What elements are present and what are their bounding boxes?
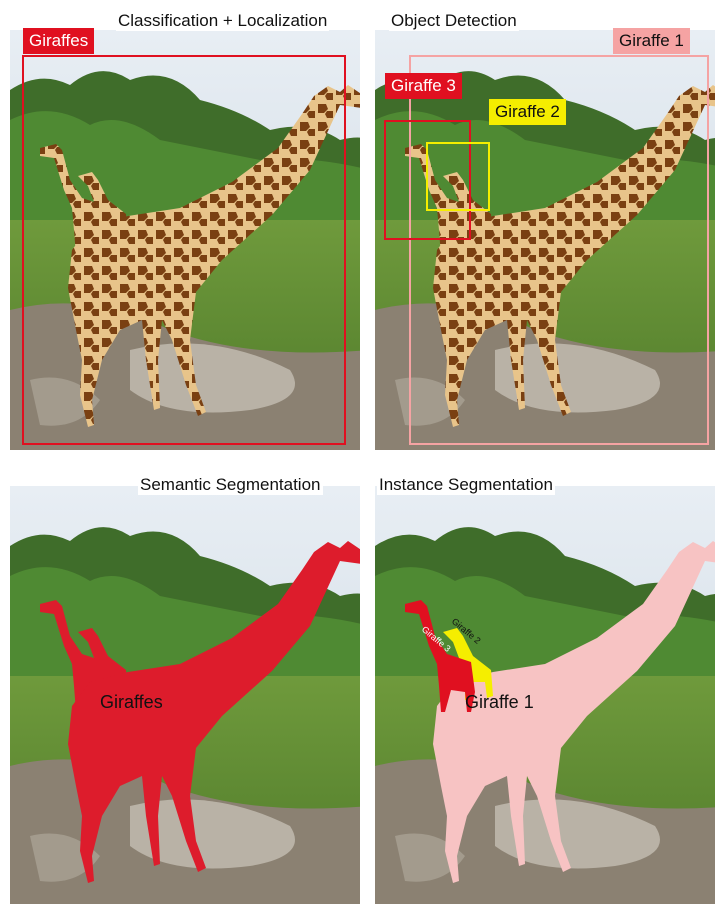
- panel-title: Object Detection: [389, 11, 519, 31]
- panel-semantic-segmentation: Semantic Segmentation Giraffes: [10, 464, 360, 904]
- panel-title: Semantic Segmentation: [138, 475, 323, 495]
- box-label-giraffe-2: Giraffe 2: [489, 99, 566, 125]
- panel-title: Instance Segmentation: [377, 475, 555, 495]
- panel-title: Classification + Localization: [116, 11, 329, 31]
- giraffe-photo: [375, 0, 715, 450]
- giraffe-photo: [375, 464, 715, 904]
- box-label: Giraffes: [23, 28, 94, 54]
- mask-label-giraffe-1: Giraffe 1: [465, 692, 534, 713]
- panel-classification: Classification + Localization Giraffes: [10, 0, 360, 450]
- mask-label: Giraffes: [100, 692, 163, 713]
- panel-object-detection: Object Detection Giraffe 1 Giraffe 2 Gir…: [375, 0, 715, 450]
- giraffe-photo: [10, 464, 360, 904]
- box-label-giraffe-1: Giraffe 1: [613, 28, 690, 54]
- giraffe-photo: [10, 0, 360, 450]
- box-label-giraffe-3: Giraffe 3: [385, 73, 462, 99]
- panel-instance-segmentation: Instance Segmentation Giraffe 1 Giraffe …: [375, 464, 715, 904]
